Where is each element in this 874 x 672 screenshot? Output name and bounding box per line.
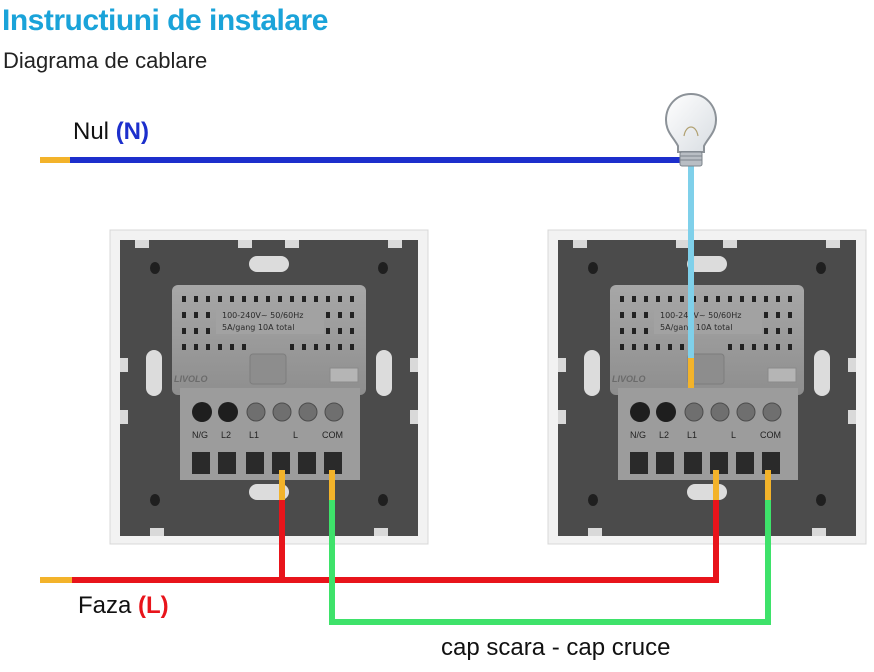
switch-right-rating-2: 5A/gang 10A total <box>660 323 732 332</box>
switch-left-term-l: L <box>293 430 298 440</box>
switch-left-term-ng: N/G <box>192 430 208 440</box>
neutral-code: (N) <box>115 118 150 145</box>
switch-left-brand: LIVOLO <box>174 374 208 384</box>
switch-left-rating-2: 5A/gang 10A total <box>222 323 294 332</box>
switch-right-term-ng: N/G <box>630 430 646 440</box>
switch-right-rating-1: 100-240V~ 50/60Hz <box>660 311 741 320</box>
light-bulb-icon <box>664 92 718 167</box>
phase-code: (L) <box>138 592 169 619</box>
phase-wire <box>40 470 719 583</box>
neutral-label: Nul (N) <box>73 118 149 146</box>
switch-right-brand: LIVOLO <box>612 374 646 384</box>
phase-label-text: Faza <box>78 592 139 619</box>
switch-left-term-com: COM <box>322 430 343 440</box>
page-title: Instructiuni de instalare <box>2 4 328 37</box>
switch-right-term-l1: L1 <box>687 430 697 440</box>
switch-right-term-l: L <box>731 430 736 440</box>
switch-right-term-com: COM <box>760 430 781 440</box>
switch-left-rating-1: 100-240V~ 50/60Hz <box>222 311 303 320</box>
switch-left: 100-240V~ 50/60Hz 5A/gang 10A total LIVO… <box>110 230 428 544</box>
switch-right-term-l2: L2 <box>659 430 669 440</box>
phase-label: Faza (L) <box>78 592 169 620</box>
page-subtitle: Diagrama de cablare <box>3 48 208 73</box>
neutral-label-text: Nul <box>73 118 116 145</box>
traveler-wire <box>329 470 771 625</box>
switch-left-term-l2: L2 <box>221 430 231 440</box>
switch-right: 100-240V~ 50/60Hz 5A/gang 10A total LIVO… <box>548 230 866 544</box>
traveler-label: cap scara - cap cruce <box>441 634 671 661</box>
switch-left-term-l1: L1 <box>249 430 259 440</box>
